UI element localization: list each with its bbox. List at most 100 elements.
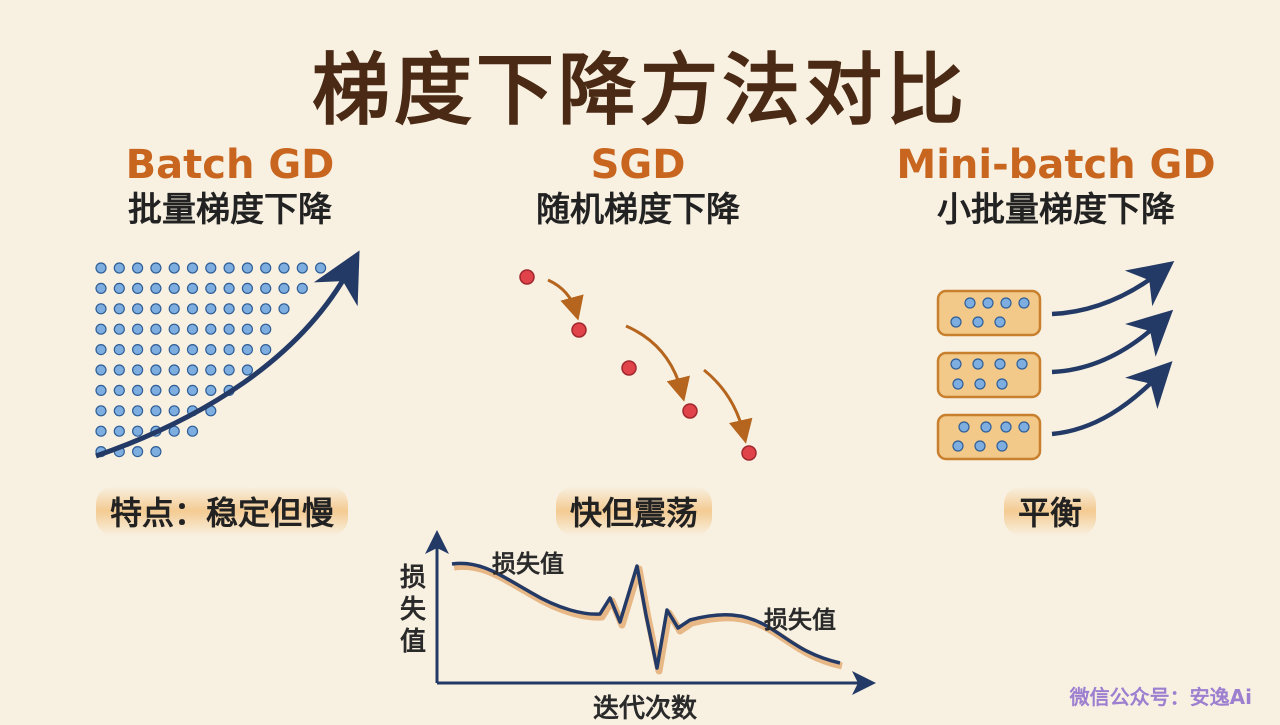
batch-data-dot (241, 323, 253, 335)
batch-data-dot (132, 282, 144, 294)
minibatch-gd-name-zh: 小批量梯度下降 (937, 190, 1175, 230)
batch-data-dot (168, 384, 180, 396)
batch-data-dot (205, 364, 217, 376)
batch-data-dot (132, 262, 144, 274)
batch-data-dot (241, 344, 253, 356)
batch-data-dot (205, 303, 217, 315)
sgd-step-arrow (625, 324, 690, 402)
minibatch-arrow (1051, 361, 1173, 437)
batch-data-dot (168, 303, 180, 315)
batch-data-dot (260, 344, 272, 356)
batch-data-dot (113, 425, 125, 437)
batch-data-dot (186, 344, 199, 356)
batch-data-dot (315, 262, 327, 274)
batch-box (936, 351, 1042, 399)
loss-chart (425, 530, 876, 695)
batch-data-dot (241, 364, 253, 376)
batch-data-dot (296, 262, 308, 274)
batch-data-dot (260, 303, 272, 315)
batch-data-dot (260, 323, 272, 335)
minibatch-boxes (936, 261, 1175, 461)
batch-data-dot (223, 262, 235, 274)
minibatch-arrow (1051, 261, 1175, 317)
batch-data-dot (132, 405, 144, 417)
batch-data-dot (186, 323, 199, 335)
batch-data-dot (95, 303, 107, 315)
batch-data-dot (150, 323, 162, 335)
sgd-point (519, 269, 535, 285)
batch-data-dot (132, 344, 144, 356)
minibatch-gd-header: Mini-batch GD 小批量梯度下降 (876, 142, 1236, 232)
batch-data-dot (241, 282, 253, 294)
batch-data-dot (278, 262, 290, 274)
loss-curve-label-right: 损失值 (764, 606, 836, 634)
minibatch-gd-name-en: Mini-batch GD (896, 142, 1216, 188)
batch-data-dot (150, 344, 162, 356)
batch-data-dot (150, 262, 162, 274)
batch-data-dot (168, 344, 180, 356)
batch-box (936, 289, 1042, 337)
batch-data-dot (168, 262, 180, 274)
batch-dot-grid (95, 262, 327, 458)
minibatch-gd-tag: 平衡 (1004, 486, 1097, 536)
batch-data-dot (150, 364, 162, 376)
batch-gd-tag: 特点：稳定但慢 (96, 486, 349, 536)
sgd-tag: 快但震荡 (556, 486, 713, 536)
loss-curve-label-left: 损失值 (492, 550, 564, 578)
watermark: 微信公众号：安逸Ai (1069, 685, 1252, 709)
batch-data-dot (150, 282, 162, 294)
batch-data-dot (205, 344, 217, 356)
batch-trend-arrow (95, 250, 360, 459)
batch-data-dot (113, 364, 125, 376)
batch-data-dot (132, 303, 144, 315)
batch-data-dot (223, 282, 235, 294)
batch-data-dot (95, 262, 107, 274)
batch-data-dot (132, 425, 144, 437)
batch-data-dot (113, 405, 125, 417)
batch-data-dot (186, 425, 199, 437)
batch-data-dot (278, 282, 290, 294)
batch-data-dot (113, 323, 125, 335)
loss-x-label: 迭代次数 (592, 694, 697, 724)
sgd-path (519, 269, 757, 461)
batch-data-dot (168, 282, 180, 294)
batch-data-dot (241, 262, 253, 274)
batch-data-dot (168, 323, 180, 335)
batch-data-dot (186, 364, 199, 376)
batch-data-dot (113, 384, 125, 396)
sgd-header: SGD 随机梯度下降 (458, 142, 818, 232)
sgd-name-zh: 随机梯度下降 (536, 190, 740, 230)
batch-data-dot (132, 446, 144, 458)
batch-data-dot (132, 323, 144, 335)
sgd-name-en: SGD (590, 142, 686, 188)
batch-data-dot (150, 303, 162, 315)
batch-data-dot (95, 364, 107, 376)
sgd-point (682, 403, 698, 419)
batch-data-dot (205, 384, 217, 396)
batch-data-dot (223, 303, 235, 315)
sgd-step-arrow (703, 368, 753, 444)
batch-data-dot (150, 446, 162, 458)
batch-data-dot (223, 323, 235, 335)
batch-data-dot (223, 364, 235, 376)
batch-data-dot (113, 344, 125, 356)
sgd-point (571, 322, 587, 338)
batch-data-dot (95, 384, 107, 396)
batch-data-dot (95, 323, 107, 335)
batch-gd-name-en: Batch GD (125, 142, 335, 188)
batch-data-dot (278, 303, 290, 315)
batch-data-dot (132, 384, 144, 396)
batch-data-dot (205, 323, 217, 335)
batch-data-dot (150, 384, 162, 396)
batch-data-dot (95, 344, 107, 356)
batch-data-dot (113, 282, 125, 294)
batch-data-dot (132, 364, 144, 376)
batch-data-dot (260, 262, 272, 274)
loss-y-label: 损失值 (399, 563, 426, 657)
batch-data-dot (186, 303, 199, 315)
batch-data-dot (113, 262, 125, 274)
batch-data-dot (223, 344, 235, 356)
batch-data-dot (95, 405, 107, 417)
batch-data-dot (296, 282, 308, 294)
